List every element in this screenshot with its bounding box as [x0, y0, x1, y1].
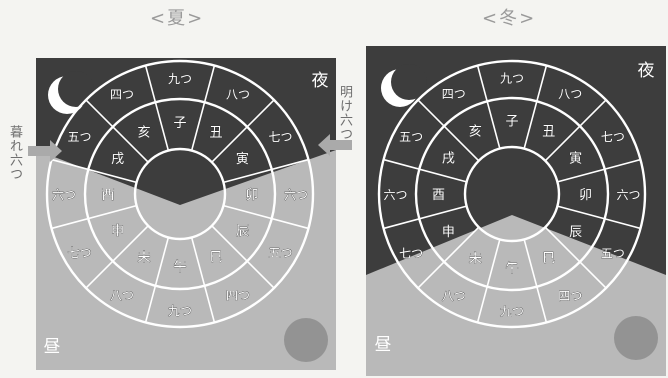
- outer-ring-label: 七つ: [68, 246, 92, 260]
- zodiac-label: 卯: [579, 188, 592, 203]
- outer-ring-label: 四つ: [110, 88, 134, 102]
- sector-divider: [85, 99, 149, 163]
- right-arrow-icon: [318, 134, 352, 156]
- outer-ring-label: 四つ: [226, 288, 250, 302]
- outer-ring-label: 七つ: [268, 130, 292, 144]
- sector-divider: [211, 225, 275, 289]
- zodiac-label: 巳: [209, 250, 222, 265]
- zodiac-label: 未: [137, 250, 150, 265]
- zodiac-label: 申: [442, 225, 455, 240]
- zodiac-label: 寅: [236, 151, 249, 167]
- summer-title: <夏>: [150, 8, 205, 29]
- sun-icon: [614, 316, 658, 360]
- sector-divider: [476, 65, 501, 149]
- sector-divider: [417, 226, 480, 289]
- sector-divider: [223, 204, 309, 230]
- sector-divider: [190, 237, 216, 323]
- left-side-label: 暮れ六つ: [7, 125, 22, 181]
- sector-divider: [557, 205, 641, 230]
- outer-ring-label: 八つ: [558, 87, 582, 101]
- zodiac-label: 寅: [569, 150, 582, 166]
- sector-divider: [144, 237, 170, 323]
- zodiac-label: 丑: [542, 124, 555, 139]
- moon-shadow: [391, 64, 427, 100]
- middle-ring: [83, 97, 277, 291]
- zodiac-label: 子: [173, 116, 186, 131]
- outer-ring-label: 六つ: [284, 188, 308, 202]
- sector-divider: [523, 239, 548, 323]
- sector-divider: [476, 239, 501, 323]
- zodiac-label: 亥: [469, 124, 482, 139]
- outer-ring-label: 六つ: [383, 188, 407, 202]
- outer-ring-label: 九つ: [500, 305, 524, 319]
- zodiac-label: 午: [505, 262, 518, 277]
- outer-ring-label: 五つ: [399, 130, 423, 144]
- day-label: 昼: [44, 337, 61, 357]
- zodiac-label: 丑: [209, 126, 222, 141]
- outer-ring-label: 九つ: [168, 72, 192, 86]
- day-region: [36, 150, 336, 370]
- sector-divider: [557, 158, 641, 183]
- sector-divider: [223, 158, 309, 184]
- outer-ring-label: 八つ: [110, 288, 134, 302]
- outer-ring-label: 九つ: [168, 304, 192, 318]
- winter-title: <冬>: [482, 8, 537, 29]
- outer-ring-label: 八つ: [442, 289, 466, 303]
- outer-ring: [45, 59, 315, 329]
- left-arrow-icon: [28, 140, 62, 162]
- sector-divider: [383, 205, 467, 230]
- zodiac-label: 午: [173, 260, 186, 275]
- zodiac-label: 未: [469, 252, 482, 267]
- night-label: 夜: [638, 61, 655, 81]
- outer-ring-label: 八つ: [226, 88, 250, 102]
- sector-divider: [51, 158, 137, 184]
- sector-divider: [544, 99, 607, 162]
- sector-divider: [144, 65, 170, 151]
- zodiac-label: 卯: [245, 188, 258, 203]
- sun-icon: [284, 318, 328, 362]
- sector-divider: [523, 65, 548, 149]
- zodiac-label: 辰: [236, 224, 249, 239]
- day-label: 昼: [375, 335, 392, 355]
- outer-ring-label: 四つ: [558, 289, 582, 303]
- inner-ring: [463, 145, 561, 243]
- day-region: [366, 215, 666, 376]
- outer-ring-label: 五つ: [601, 246, 625, 260]
- outer-ring-label: 七つ: [601, 130, 625, 144]
- zodiac-label: 酉: [101, 188, 114, 203]
- sector-divider: [544, 226, 607, 289]
- inner-ring: [133, 147, 227, 241]
- outer-ring-label: 四つ: [442, 87, 466, 101]
- zodiac-label: 申: [111, 224, 124, 239]
- outer-ring: [377, 59, 647, 329]
- right-side-label: 明け六つ: [337, 85, 352, 141]
- outer-ring-label: 五つ: [68, 130, 92, 144]
- sector-divider: [383, 158, 467, 183]
- zodiac-label: 酉: [432, 188, 445, 203]
- zodiac-label: 亥: [137, 126, 150, 141]
- outer-ring-label: 九つ: [500, 72, 524, 86]
- sector-divider: [211, 99, 275, 163]
- sector-divider: [417, 99, 480, 162]
- sector-divider: [190, 65, 216, 151]
- zodiac-label: 子: [505, 115, 518, 130]
- night-label: 夜: [312, 71, 329, 91]
- outer-ring-label: 六つ: [616, 188, 640, 202]
- outer-ring-label: 五つ: [268, 246, 292, 260]
- sector-divider: [85, 225, 149, 289]
- zodiac-label: 巳: [542, 252, 555, 267]
- zodiac-label: 辰: [569, 225, 582, 240]
- middle-ring: [414, 96, 610, 292]
- sector-divider: [51, 204, 137, 230]
- zodiac-label: 戌: [442, 151, 455, 166]
- outer-ring-label: 七つ: [399, 246, 423, 260]
- outer-ring-label: 六つ: [52, 188, 76, 202]
- moon-shadow: [58, 71, 94, 107]
- zodiac-label: 戌: [111, 152, 124, 167]
